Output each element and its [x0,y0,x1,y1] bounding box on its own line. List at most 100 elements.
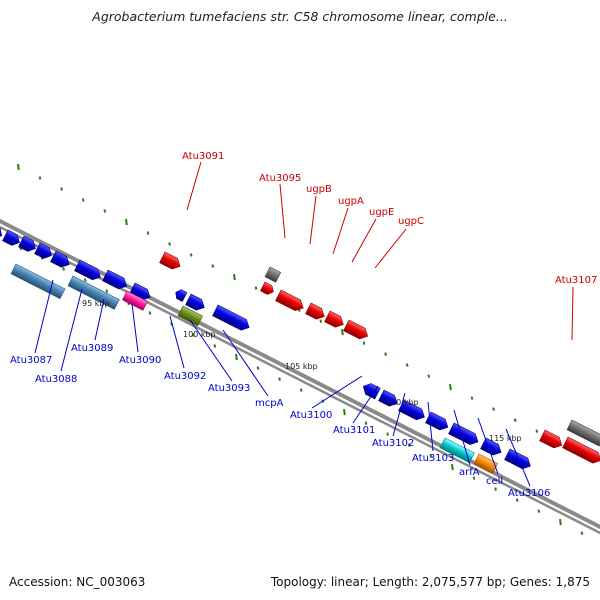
tick-mark-upper [81,198,85,202]
gene-label-ugpC[interactable]: ugpC [398,216,424,227]
tick-mark-upper [189,253,193,257]
gene-label-Atu3090[interactable]: Atu3090 [119,355,161,366]
gene-label-Atu3093[interactable]: Atu3093 [208,383,250,394]
callout-line-Atu3107 [571,286,574,341]
gene-arrow[interactable] [562,436,600,466]
gene-arrow[interactable] [275,289,306,313]
tick-mark-lower [62,267,65,271]
gene-arrow[interactable] [50,250,72,270]
gene-label-Atu3087[interactable]: Atu3087 [10,355,52,366]
tick-mark-upper [535,429,539,433]
tick-mark-lower [364,421,368,425]
gene-arrow[interactable] [566,419,600,447]
scale-label-100-kbp: 100 kbp [183,330,216,339]
callout-line-Atu3095 [279,183,286,239]
gene-label-Atu3089[interactable]: Atu3089 [71,343,113,354]
gene-label-cell[interactable]: cell [486,476,503,487]
gene-arrow[interactable] [324,310,346,330]
gene-arrow[interactable] [398,399,428,422]
callout-line-Atu3088 [60,288,83,372]
gene-arrow[interactable] [539,429,565,451]
gene-arrow[interactable] [173,288,188,302]
tick-mark-lower [105,289,109,293]
tick-mark-lower [580,531,584,535]
gene-label-arfA[interactable]: arfA [459,467,480,478]
gene-label-Atu3107[interactable]: Atu3107 [555,275,597,286]
callout-line-Atu3101 [352,385,379,424]
gene-arrow[interactable] [159,251,183,272]
gene-label-mcpA[interactable]: mcpA [255,398,284,409]
gene-label-ugpB[interactable]: ugpB [306,184,332,195]
tick-mark-upper [168,242,171,246]
callout-line-ugpC [374,228,407,269]
gene-label-Atu3095[interactable]: Atu3095 [259,173,301,184]
callout-line-Atu3106 [505,428,531,487]
chromosome-backbone-top [0,218,600,530]
gene-arrow[interactable] [305,302,327,322]
gene-arrow[interactable] [177,305,204,327]
tick-mark-upper [319,319,323,323]
tick-mark-lower [559,519,562,526]
gene-label-Atu3103[interactable]: Atu3103 [412,453,454,464]
tick-mark-lower [386,432,389,436]
tick-mark-upper [17,163,20,171]
tick-mark-upper [513,418,517,422]
tick-mark-upper [103,209,107,213]
gene-arrow[interactable] [343,319,371,342]
gene-label-ugpE[interactable]: ugpE [369,207,394,218]
gene-arrow[interactable] [448,422,481,447]
gene-arrow[interactable] [425,411,451,433]
gene-arrow[interactable] [67,275,120,310]
gene-arrow[interactable] [102,269,130,292]
tick-mark-lower [278,377,281,381]
gene-arrow[interactable] [10,263,66,300]
gene-arrow[interactable] [34,242,55,261]
gene-label-ugpA[interactable]: ugpA [338,196,364,207]
gene-label-Atu3088[interactable]: Atu3088 [35,374,77,385]
gene-arrow[interactable] [378,389,400,409]
callout-line-Atu3089 [94,298,105,341]
gene-label-Atu3106[interactable]: Atu3106 [508,488,550,499]
gene-arrow[interactable] [185,293,207,313]
callout-line-mcpA [222,329,269,397]
tick-mark-lower [343,408,346,416]
gene-arrow[interactable] [473,453,499,474]
tick-mark-lower [537,509,541,513]
gene-arrow[interactable] [260,281,275,296]
tick-mark-lower [235,353,238,361]
callout-line-ugpE [351,218,377,263]
gene-arrow[interactable] [2,229,23,248]
tick-mark-lower [191,333,195,337]
tick-mark-lower [451,463,454,471]
gene-label-Atu3100[interactable]: Atu3100 [290,410,332,421]
gene-label-Atu3092[interactable]: Atu3092 [164,371,206,382]
callout-line-Atu3100 [311,375,363,409]
gene-label-Atu3101[interactable]: Atu3101 [333,425,375,436]
gene-arrow[interactable] [74,259,104,282]
tick-mark-lower [148,311,152,315]
tick-mark-upper [470,396,474,400]
gene-arrow[interactable] [361,381,381,400]
gene-arrow[interactable] [480,437,504,458]
gene-label-Atu3102[interactable]: Atu3102 [372,438,414,449]
summary-text: Topology: linear; Length: 2,075,577 bp; … [270,575,590,589]
gene-label-Atu3091[interactable]: Atu3091 [182,151,224,162]
tick-mark-upper [254,286,258,290]
callout-line-ugpB [309,195,317,245]
tick-mark-upper [405,363,409,367]
callout-line-Atu3092 [169,315,185,369]
callout-line-Atu3103 [427,401,434,452]
tick-mark-lower [515,498,519,502]
tick-mark-lower [472,476,476,480]
gene-arrow[interactable] [18,235,39,254]
gene-arrow[interactable] [122,290,148,311]
gene-arrow[interactable] [264,266,282,283]
tick-mark-upper [362,341,366,345]
gene-arrow[interactable] [212,304,252,333]
tick-mark-upper [492,407,495,411]
map-title: Agrobacterium tumefaciens str. C58 chrom… [92,9,508,24]
gene-arrow[interactable] [504,448,534,471]
tick-mark-upper [211,264,215,268]
tick-mark-upper [427,374,431,378]
